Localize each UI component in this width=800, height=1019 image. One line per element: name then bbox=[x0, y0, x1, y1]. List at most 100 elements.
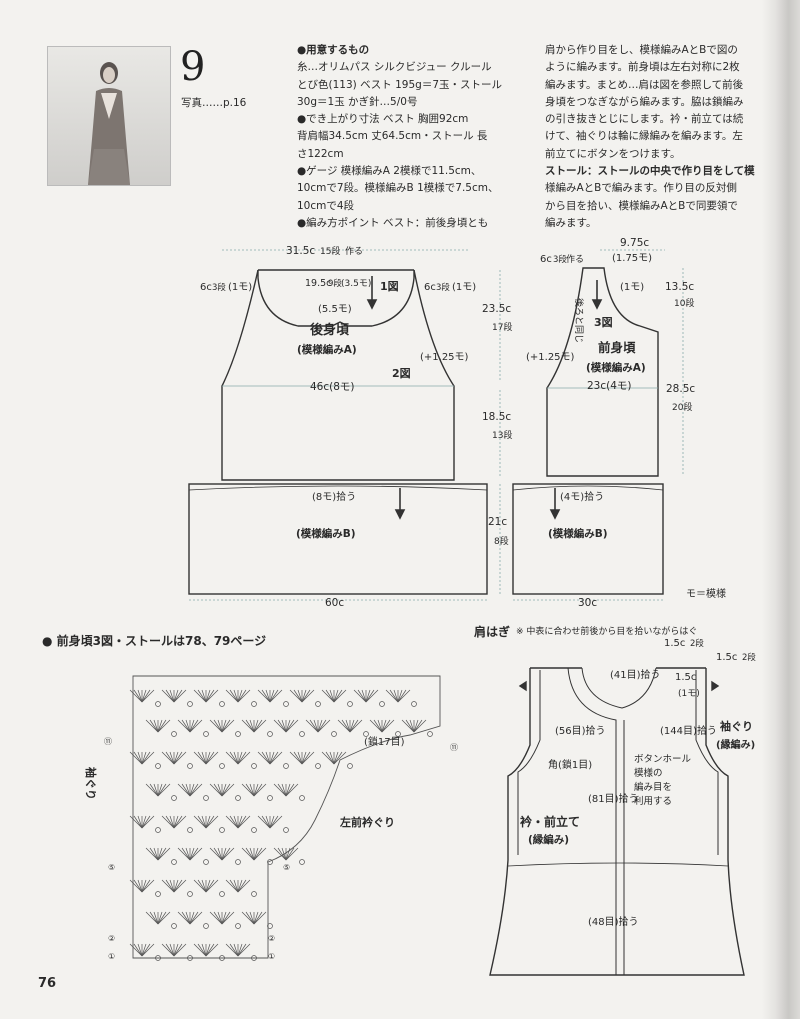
front-w1-mo: (1.75モ) bbox=[612, 253, 652, 264]
fan-stitch bbox=[173, 879, 179, 893]
fan-stitch bbox=[213, 911, 223, 925]
picot-stitch bbox=[251, 763, 257, 769]
back-shoulder-rows-left: 3段 bbox=[212, 282, 226, 293]
front-h-top-rows: 10段 bbox=[674, 297, 694, 309]
fan-stitch bbox=[229, 943, 239, 957]
fig3-label: 3図 bbox=[594, 315, 613, 329]
fan-stitch bbox=[141, 815, 151, 829]
fan-stitch bbox=[289, 751, 303, 765]
fan-stitch bbox=[269, 815, 283, 829]
crochet-chart bbox=[132, 675, 441, 959]
picot-stitch bbox=[235, 795, 241, 801]
fan-stitch bbox=[237, 815, 251, 829]
fan-stitch bbox=[153, 911, 159, 925]
fan-stitch bbox=[141, 943, 147, 957]
fan-stitch bbox=[253, 719, 263, 733]
back-pick: (8モ)拾う bbox=[312, 490, 356, 503]
fan-stitch bbox=[221, 719, 231, 733]
fan-stitch bbox=[285, 847, 291, 861]
picot-stitch bbox=[171, 923, 177, 929]
picot-stitch bbox=[267, 923, 273, 929]
fan-stitch bbox=[205, 689, 215, 703]
fan-stitch bbox=[237, 689, 247, 703]
back-shoulder-left: 6c bbox=[200, 282, 212, 293]
fan-stitch bbox=[229, 879, 239, 893]
fan-stitch bbox=[165, 689, 175, 703]
fan-stitch bbox=[205, 879, 215, 893]
fan-stitch bbox=[221, 847, 227, 861]
dim-3: 1.5c bbox=[675, 672, 696, 683]
fan-stitch bbox=[173, 751, 179, 765]
fan-stitch bbox=[241, 783, 255, 797]
picot-stitch bbox=[171, 859, 177, 865]
fan-stitch bbox=[249, 847, 255, 861]
fan-stitch bbox=[153, 783, 159, 797]
fan-stitch bbox=[141, 815, 147, 829]
fan-stitch bbox=[413, 719, 423, 733]
back-make: 作る bbox=[345, 245, 363, 257]
row-label-1-right: ① bbox=[268, 952, 275, 961]
fan-stitch bbox=[381, 719, 391, 733]
fan-stitch bbox=[237, 815, 247, 829]
fan-stitch bbox=[293, 751, 303, 765]
fan-stitch bbox=[285, 847, 299, 861]
front-shoulder: 6c bbox=[540, 254, 552, 265]
row-label-5-left: ⑤ bbox=[108, 863, 115, 872]
fan-stitch bbox=[353, 689, 367, 703]
armhole-edge-pattern: (縁編み) bbox=[716, 738, 755, 751]
text-line: 編みます。まとめ…肩は図を参照して前後 bbox=[545, 78, 744, 91]
fan-stitch bbox=[281, 847, 287, 861]
fan-stitch bbox=[221, 783, 235, 797]
fan-stitch bbox=[317, 719, 331, 733]
fan-stitch bbox=[133, 689, 143, 703]
picot-stitch bbox=[283, 701, 289, 707]
finishing-arrows bbox=[518, 680, 720, 692]
fan-stitch bbox=[233, 879, 239, 893]
text-line: 様編みAとBで編みます。作り目の反対側 bbox=[545, 182, 737, 195]
fan-stitch bbox=[397, 689, 411, 703]
front-width: 23c(4モ) bbox=[587, 380, 632, 392]
fan-stitch bbox=[249, 783, 255, 797]
armhole-label: 袖ぐり bbox=[84, 767, 98, 800]
fan-stitch bbox=[309, 719, 319, 733]
fan-stitch bbox=[245, 911, 255, 925]
fan-stitch bbox=[173, 943, 187, 957]
fan-stitch bbox=[237, 689, 243, 703]
back-h1: 23.5c bbox=[482, 303, 511, 315]
fan-stitch bbox=[141, 689, 151, 703]
fan-stitch bbox=[189, 719, 195, 733]
fan-stitch bbox=[149, 783, 159, 797]
fan-stitch bbox=[261, 751, 271, 765]
fan-stitch bbox=[221, 847, 231, 861]
fan-stitch bbox=[205, 751, 219, 765]
back-bottom-pattern: (模様編みB) bbox=[296, 527, 356, 540]
fan-stitch bbox=[141, 751, 147, 765]
front-bottom-width: 30c bbox=[578, 597, 597, 609]
fan-stitch bbox=[233, 815, 239, 829]
fan-stitch bbox=[177, 847, 191, 861]
fan-stitch bbox=[173, 689, 183, 703]
fan-stitch bbox=[297, 689, 303, 703]
fan-stitch bbox=[269, 689, 279, 703]
front-title: 前身頃 bbox=[598, 340, 636, 355]
fig2-label: 2図 bbox=[392, 366, 411, 380]
fan-stitch bbox=[205, 943, 211, 957]
fan-stitch bbox=[173, 751, 187, 765]
fan-stitch bbox=[157, 847, 167, 861]
fan-stitch bbox=[285, 719, 291, 733]
text-line: 糸…オリムパス シルクビジュー クルール bbox=[297, 61, 492, 74]
fan-stitch bbox=[253, 847, 267, 861]
back-body-diagram bbox=[188, 269, 488, 595]
fan-stitch bbox=[297, 751, 303, 765]
fan-stitch bbox=[321, 689, 335, 703]
finishing-diagram bbox=[489, 667, 745, 976]
fan-stitch bbox=[237, 815, 243, 829]
fan-stitch bbox=[161, 815, 175, 829]
fan-stitch bbox=[397, 689, 403, 703]
pick-48: (48目)拾う bbox=[588, 915, 639, 928]
picot-stitch bbox=[235, 923, 241, 929]
fan-stitch bbox=[205, 751, 211, 765]
fan-stitch bbox=[145, 911, 159, 925]
picot-stitch bbox=[203, 923, 209, 929]
fan-stitch bbox=[133, 879, 143, 893]
